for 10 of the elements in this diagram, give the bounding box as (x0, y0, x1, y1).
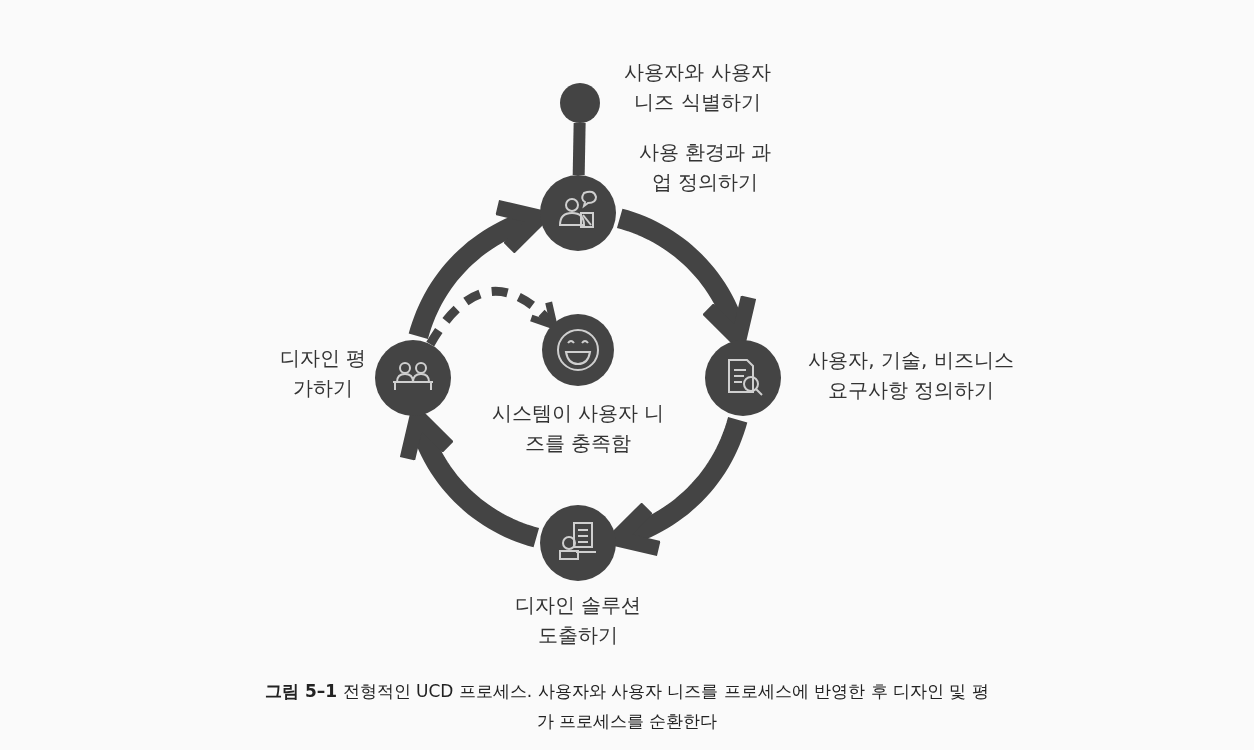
step-label: 사용자, 기술, 비즈니스 요구사항 정의하기 (807, 347, 1015, 404)
step-label: 디자인 평가하기 (278, 345, 368, 402)
step-label: 사용 환경과 과업 정의하기 (637, 139, 773, 196)
step-label: 사용자와 사용자 니즈 식별하기 (623, 59, 772, 116)
step-label: 시스템이 사용자 니즈를 충족함 (490, 400, 666, 457)
connector-line (572, 122, 586, 176)
start-dot (560, 83, 600, 123)
figure-caption: 그림 5–1 전형적인 UCD 프로세스. 사용자와 사용자 니즈를 프로세스에 반영한 후 디자인 및 평가 프로세스를 순환한다 (264, 680, 990, 733)
step-label: 디자인 솔루션 도출하기 (513, 592, 643, 649)
arrow (426, 286, 558, 347)
